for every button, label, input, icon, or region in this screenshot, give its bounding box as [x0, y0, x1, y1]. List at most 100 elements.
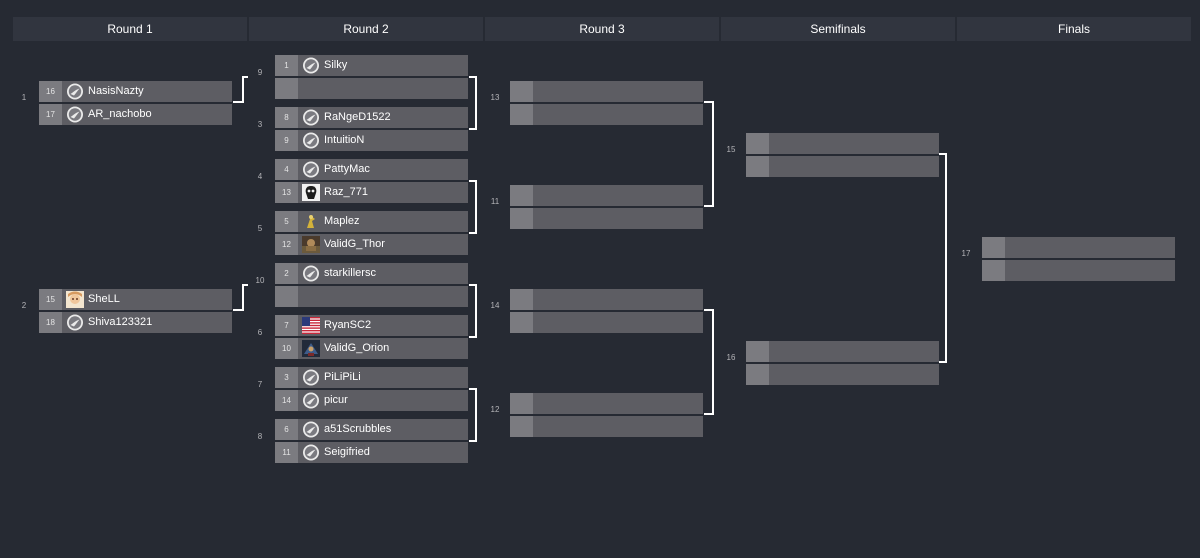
match-16 [746, 341, 939, 385]
empty-team-slot[interactable] [746, 133, 939, 154]
seed-number: 2 [275, 263, 298, 284]
team-name: PiLiPiLi [324, 371, 361, 383]
empty-team-slot[interactable] [510, 312, 703, 333]
empty-team-slot[interactable] [746, 341, 939, 362]
match-12 [510, 393, 703, 437]
gold-figure-icon [302, 213, 320, 230]
seed-number [510, 416, 533, 437]
team-name: Raz_771 [324, 186, 369, 198]
empty-team-slot[interactable] [746, 364, 939, 385]
team-slot[interactable]: 10 ValidG_Orion [275, 338, 468, 359]
team-name: SheLL [88, 293, 120, 305]
seed-number: 16 [39, 81, 62, 102]
empty-team-slot[interactable] [275, 78, 468, 99]
team-name: ValidG_Orion [324, 342, 390, 354]
team-slot[interactable]: 16 NasisNazty [39, 81, 232, 102]
us-flag-icon [302, 317, 320, 334]
match-11 [510, 185, 703, 229]
seed-number: 12 [275, 234, 298, 255]
seed-number [510, 81, 533, 102]
round-header-1[interactable]: Round 1 [13, 17, 247, 41]
match-17 [982, 237, 1175, 281]
match-number: 17 [961, 249, 971, 258]
match-number: 12 [490, 405, 500, 414]
team-slot[interactable]: 14 picur [275, 390, 468, 411]
sc2-logo-icon [302, 132, 320, 149]
team-name: Seigifried [324, 446, 370, 458]
seed-number: 7 [275, 315, 298, 336]
seed-number: 15 [39, 289, 62, 310]
team-slot[interactable]: 11 Seigifried [275, 442, 468, 463]
match-number: 15 [726, 145, 736, 154]
sc2-logo-icon [302, 57, 320, 74]
empty-team-slot[interactable] [510, 208, 703, 229]
match-number: 5 [257, 224, 263, 233]
empty-team-slot[interactable] [510, 185, 703, 206]
team-slot[interactable]: 4 PattyMac [275, 159, 468, 180]
team-name: RaNgeD1522 [324, 111, 391, 123]
team-slot[interactable]: 15 SheLL [39, 289, 232, 310]
seed-number [275, 286, 298, 307]
round-header-3[interactable]: Round 3 [485, 17, 719, 41]
sc2-logo-icon [302, 392, 320, 409]
seed-number [746, 133, 769, 154]
sc2-logo-icon [302, 444, 320, 461]
match-number: 7 [257, 380, 263, 389]
seed-number [510, 185, 533, 206]
skull-avatar-icon [302, 184, 320, 201]
seed-number [982, 237, 1005, 258]
empty-team-slot[interactable] [510, 81, 703, 102]
seed-number: 4 [275, 159, 298, 180]
round-header-2[interactable]: Round 2 [249, 17, 483, 41]
team-name: NasisNazty [88, 85, 144, 97]
team-name: Maplez [324, 215, 360, 227]
round-header-semifinals[interactable]: Semifinals [721, 17, 955, 41]
seed-number: 10 [275, 338, 298, 359]
empty-team-slot[interactable] [510, 289, 703, 310]
seed-number: 14 [275, 390, 298, 411]
sc2-logo-icon [66, 314, 84, 331]
seed-number: 11 [275, 442, 298, 463]
thor-avatar-icon [302, 236, 320, 253]
seed-number: 5 [275, 211, 298, 232]
empty-team-slot[interactable] [982, 260, 1175, 281]
sc2-logo-icon [302, 161, 320, 178]
seed-number [746, 364, 769, 385]
sc2-logo-icon [66, 106, 84, 123]
sc2-logo-icon [302, 265, 320, 282]
team-slot[interactable]: 5 Maplez [275, 211, 468, 232]
match-number: 3 [257, 120, 263, 129]
empty-team-slot[interactable] [510, 393, 703, 414]
empty-team-slot[interactable] [275, 286, 468, 307]
seed-number: 9 [275, 130, 298, 151]
empty-team-slot[interactable] [982, 237, 1175, 258]
empty-team-slot[interactable] [510, 104, 703, 125]
round-header-finals[interactable]: Finals [957, 17, 1191, 41]
empty-team-slot[interactable] [510, 416, 703, 437]
sc2-logo-icon [302, 421, 320, 438]
sc2-logo-icon [302, 109, 320, 126]
team-name: picur [324, 394, 348, 406]
empty-team-slot[interactable] [746, 156, 939, 177]
team-name: PattyMac [324, 163, 370, 175]
match-number: 2 [21, 301, 27, 310]
